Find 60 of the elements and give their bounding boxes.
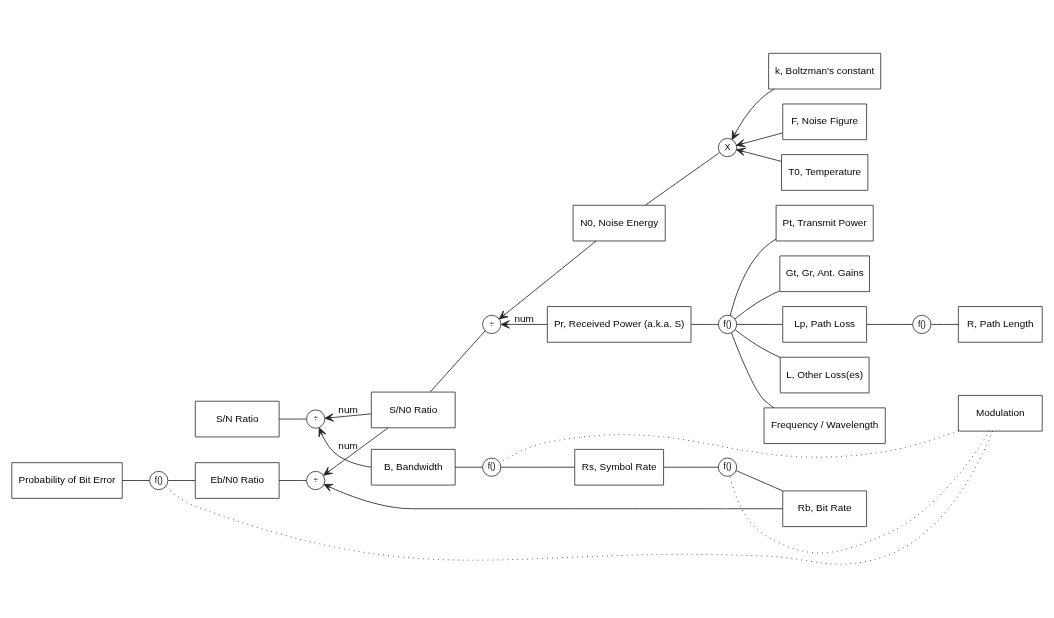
connector: [278, 480, 307, 481]
connector: [663, 466, 719, 468]
node-box: B, Bandwidth: [370, 448, 456, 486]
edge-label: num: [338, 403, 358, 415]
arrow: [736, 147, 782, 162]
node-circle: f(): [717, 457, 738, 477]
node-circle: ÷: [482, 314, 502, 334]
arrow: [318, 427, 372, 468]
node-circle: ÷: [306, 470, 326, 491]
arrow: [324, 413, 372, 422]
node-circle: f(): [912, 314, 932, 334]
connector: [644, 152, 721, 206]
connector: [278, 418, 307, 420]
arrow: [498, 240, 597, 320]
node-box: Rs, Symbol Rate: [574, 448, 664, 486]
node-box: S/N0 Ratio: [370, 391, 456, 429]
node-circle: X: [717, 138, 738, 158]
node-box: N0, Noise Energy: [572, 204, 666, 242]
node-box: L, Other Loss(es): [779, 356, 870, 394]
connector: [454, 466, 483, 468]
arrow: [323, 427, 389, 476]
connector: [729, 238, 777, 317]
node-box: Lp, Path Loss: [782, 306, 867, 343]
connector: [167, 480, 196, 481]
edge-label: num: [514, 312, 534, 324]
node-circle: f(): [482, 457, 502, 477]
node-circle: f(): [149, 470, 169, 491]
node-box: R, Path Length: [957, 306, 1043, 343]
node-circle: ÷: [306, 409, 326, 429]
node-box: Pr, Received Power (a.k.a. S): [546, 306, 692, 343]
arrow: [731, 88, 775, 140]
node-box: S/N Ratio: [194, 400, 280, 438]
connector: [500, 466, 576, 468]
arrow: [323, 483, 784, 510]
connector: [165, 430, 994, 565]
node-box: Pt, Transmit Power: [775, 204, 874, 242]
node-box: Modulation: [957, 395, 1043, 432]
node-box: Gt, Gr, Ant. Gains: [779, 255, 870, 293]
node-box: Frequency / Wavelength: [763, 407, 886, 444]
node-box: T0, Temperature: [781, 154, 869, 191]
connector: [734, 290, 780, 320]
connector: [930, 324, 959, 325]
connector: [866, 324, 913, 325]
connector: [690, 324, 719, 325]
connector: [731, 332, 775, 409]
connector: [734, 329, 781, 358]
connector: [121, 480, 151, 481]
node-box: Probability of Bit Error: [11, 462, 123, 499]
connector: [735, 470, 783, 492]
node-box: Rb, Bit Rate: [782, 490, 867, 527]
node-box: Eb/N0 Ratio: [194, 462, 280, 499]
node-box: k, Boltzman's constant: [768, 52, 882, 90]
connector: [736, 324, 783, 325]
edge-label: num: [338, 439, 358, 451]
connector: [429, 330, 486, 393]
connector: [729, 430, 990, 554]
node-box: F, Noise Figure: [782, 103, 867, 141]
arrow: [736, 132, 783, 148]
arrow: [500, 320, 548, 329]
node-circle: f(): [717, 314, 738, 334]
